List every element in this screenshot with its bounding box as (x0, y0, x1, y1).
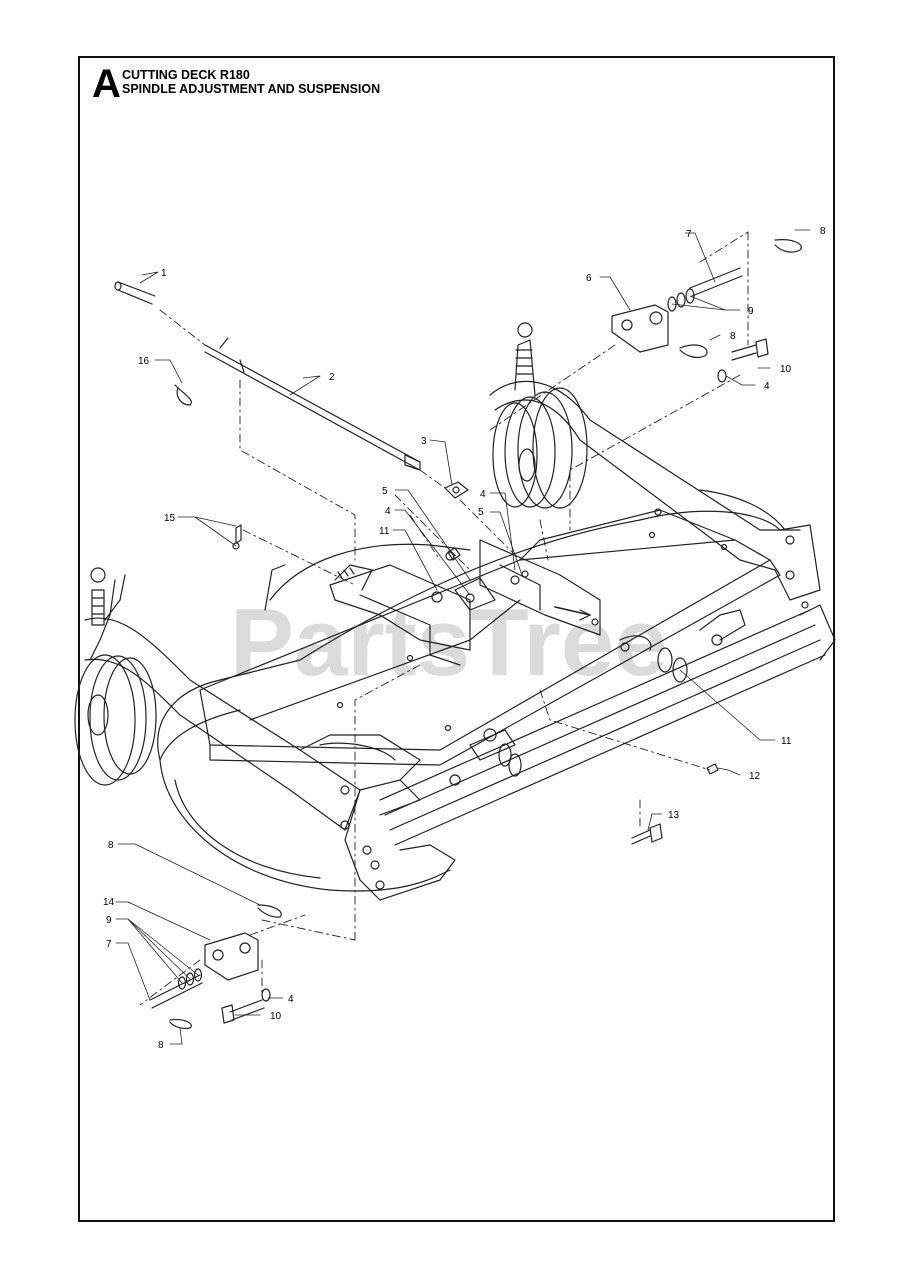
watermark-text: PartsTree (230, 589, 668, 696)
callout-6: 6 (586, 273, 592, 284)
adjustment-bracket-assembly (329, 539, 601, 666)
callout-10b: 10 (270, 1011, 282, 1022)
callout-3: 3 (421, 436, 427, 447)
callout-8c: 8 (108, 840, 114, 851)
callout-15: 15 (164, 513, 176, 524)
callout-16: 16 (138, 356, 150, 367)
callout-11a: 11 (379, 526, 390, 537)
part-1-rod (114, 281, 156, 305)
callout-8d: 8 (158, 1040, 164, 1051)
callout-11b: 11 (781, 736, 792, 747)
callout-8b: 8 (730, 331, 736, 342)
part-2-adjustment-rod (204, 337, 421, 471)
title-line-2: SPINDLE ADJUSTMENT AND SUSPENSION (122, 82, 381, 96)
title-line-1: CUTTING DECK R180 (122, 68, 250, 82)
rear-beam-right (489, 380, 836, 661)
small-fasteners (232, 524, 719, 845)
callout-1: 1 (161, 268, 167, 279)
callout-5b: 5 (478, 507, 484, 518)
rear-suspension-bracket (611, 267, 769, 383)
callout-2: 2 (329, 372, 335, 383)
title-block: CUTTING DECK R180 SPINDLE ADJUSTMENT AND… (122, 68, 380, 96)
callout-5a: 5 (382, 486, 388, 497)
callout-4b: 4 (385, 506, 391, 517)
callout-9b: 9 (106, 915, 112, 926)
front-wheel-left (74, 567, 157, 786)
callout-10a: 10 (780, 364, 792, 375)
callout-4d: 4 (288, 994, 294, 1005)
deck-housing (157, 489, 786, 892)
hairpin-clips (169, 239, 802, 1030)
callout-4a: 4 (480, 489, 486, 500)
front-suspension-bracket (149, 932, 271, 1024)
rear-wheel-right (492, 322, 588, 509)
callout-9a: 9 (748, 306, 754, 317)
callout-8a: 8 (820, 226, 826, 237)
leader-lines (115, 229, 811, 1045)
callout-12: 12 (749, 771, 761, 782)
callout-7b: 7 (106, 939, 112, 950)
assembly-lines (139, 231, 749, 1006)
callout-14: 14 (103, 897, 115, 908)
front-beam-left (84, 617, 461, 901)
callout-numbers: 1 2 3 4 4 4 4 5 5 6 7 7 8 8 8 8 9 9 10 1… (103, 226, 826, 1051)
callout-13: 13 (668, 810, 680, 821)
front-pivot-shaft (379, 609, 826, 846)
section-letter: A (92, 62, 121, 106)
callout-4c: 4 (764, 381, 770, 392)
part-3-clevis (444, 481, 469, 499)
callout-7a: 7 (686, 229, 692, 240)
